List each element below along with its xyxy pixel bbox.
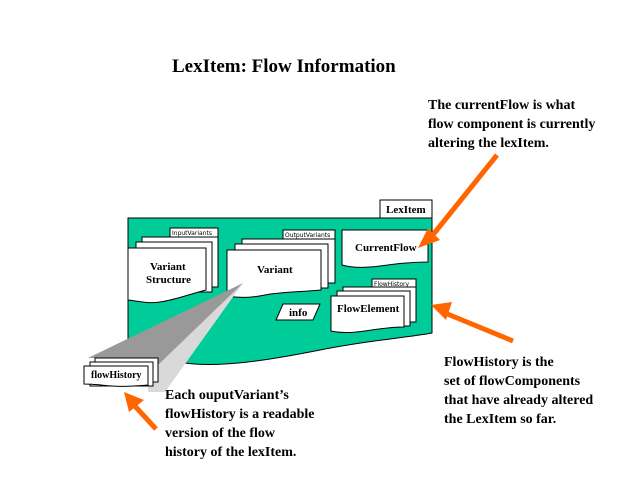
- output-variants-tab-label: OutputVariants: [285, 232, 330, 239]
- arrow-flow-history-doc-head: [124, 392, 144, 412]
- note-line: altering the lexItem.: [428, 136, 549, 151]
- variant-structure-label-1: Variant: [150, 261, 186, 273]
- info-shape[interactable]: [275, 303, 321, 321]
- arrow-flow-history-doc-line: [131, 402, 158, 431]
- variant-document[interactable]: [226, 249, 322, 298]
- flow-history-stack: FlowHistory FlowElement: [330, 278, 417, 333]
- note-line: that have already altered: [444, 393, 593, 408]
- note-current-flow: The currentFlow is what flow component i…: [428, 98, 595, 151]
- input-variants-stack: InputVariants Variant Structure: [127, 227, 219, 304]
- projection-beam: [88, 283, 243, 392]
- arrow-flow-history-head: [431, 302, 452, 320]
- note-output-variant: Each ouputVariant’s flowHistory is a rea…: [165, 388, 314, 460]
- current-flow-document[interactable]: [341, 229, 429, 268]
- note-line: version of the flow: [165, 426, 276, 441]
- note-line: Each ouputVariant’s: [165, 388, 289, 403]
- arrow-flow-history-line: [444, 310, 514, 344]
- note-line: flowHistory is a readable: [165, 407, 314, 422]
- input-variants-tab-label: InputVariants: [172, 230, 212, 237]
- variant-structure-label-2: Structure: [146, 274, 191, 286]
- beam-dark-face: [88, 283, 243, 365]
- note-flow-history: FlowHistory is the set of flowComponents…: [444, 355, 593, 427]
- info: info: [275, 303, 321, 321]
- lexitem-tab-label: LexItem: [386, 204, 426, 216]
- diagram-title: LexItem: Flow Information: [172, 56, 396, 77]
- arrow-current-flow-head: [418, 228, 440, 248]
- flow-history-doc-stack: flowHistory: [83, 357, 159, 387]
- variant-structure-document[interactable]: [127, 247, 207, 304]
- output-variants-stack: OutputVariants Variant: [226, 229, 336, 298]
- note-line: set of flowComponents: [444, 374, 581, 389]
- variant-label: Variant: [257, 264, 293, 276]
- flow-history-document[interactable]: [83, 365, 149, 387]
- note-line: The currentFlow is what: [428, 98, 575, 113]
- arrows: [124, 153, 514, 431]
- flow-history-doc-label: flowHistory: [91, 370, 142, 381]
- note-line: history of the lexItem.: [165, 445, 296, 460]
- note-line: FlowHistory is the: [444, 355, 554, 370]
- current-flow-label: CurrentFlow: [355, 242, 417, 254]
- note-line: the LexItem so far.: [444, 412, 556, 427]
- flow-element-label: FlowElement: [337, 303, 400, 315]
- note-line: flow component is currently: [428, 117, 595, 132]
- arrow-current-flow-line: [430, 153, 499, 238]
- flow-element-document[interactable]: [330, 295, 405, 333]
- flow-history-tab-label: FlowHistory: [374, 281, 409, 288]
- info-label: info: [289, 307, 308, 319]
- beam-light-face: [148, 283, 243, 392]
- current-flow: CurrentFlow: [341, 229, 429, 268]
